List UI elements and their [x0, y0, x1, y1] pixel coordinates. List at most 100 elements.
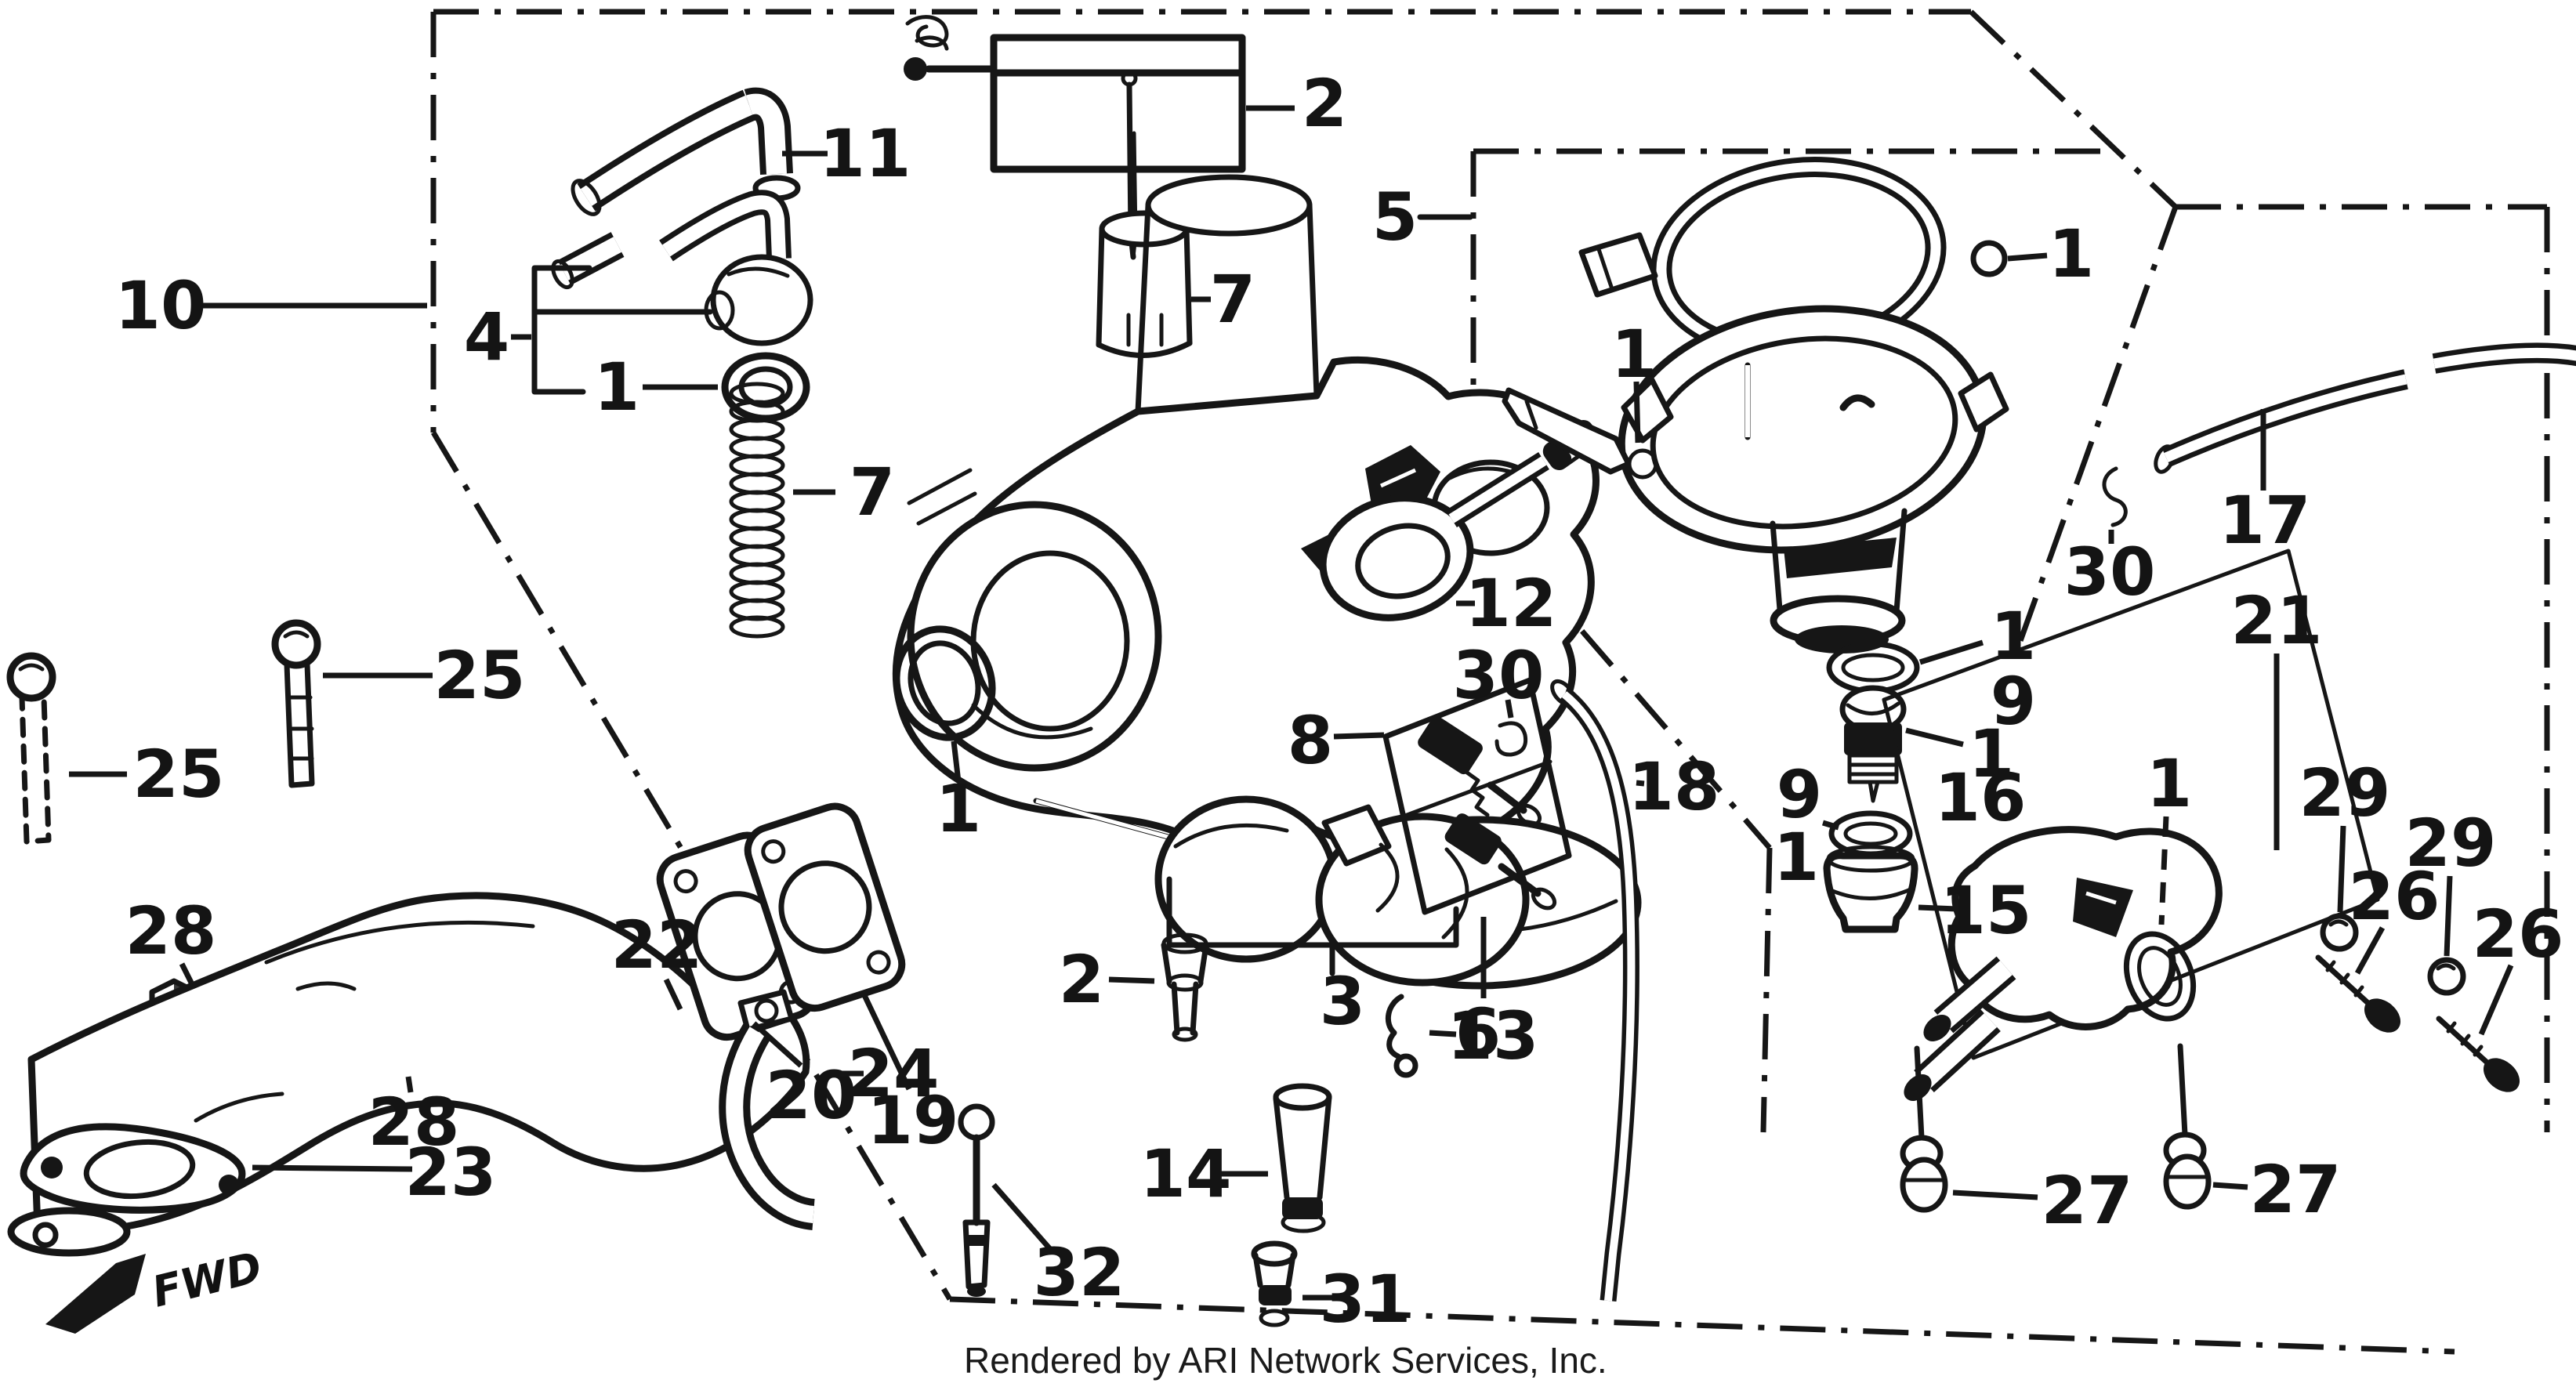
s-clip-30 [2102, 466, 2128, 527]
label-28-b-leader [405, 1076, 414, 1093]
label-1-bowl-gasket: 1 [936, 770, 981, 847]
label-30-clamp-leader [1505, 699, 1514, 719]
label-8-leader [1333, 732, 1385, 740]
hose-18 [1550, 679, 1639, 1302]
balls-29 [2320, 913, 2466, 996]
main-jet-14 [1273, 1083, 1332, 1233]
label-24: 24 [848, 1035, 940, 1112]
label-5: 5 [1372, 179, 1418, 255]
label-13-leader [1429, 1030, 1457, 1037]
fuel-pipe-11 [571, 87, 801, 216]
label-28-b: 28 [368, 1084, 460, 1160]
label-22-leader [663, 978, 683, 1011]
air-screw-32 [958, 1103, 995, 1297]
label-26-a-leader [2354, 926, 2386, 975]
label-15: 15 [1940, 872, 2032, 949]
label-1-petcock-oring-leader [2158, 816, 2169, 925]
screws-27 [1900, 1043, 2212, 1213]
label-1-cover-oring: 1 [2049, 215, 2094, 292]
label-15-leader [1918, 904, 1958, 912]
label-1-fuel-washer: 1 [594, 349, 639, 425]
label-29-a: 29 [2299, 755, 2391, 831]
label-20: 20 [766, 1057, 857, 1134]
label-11: 11 [820, 115, 911, 192]
label-30-clamp: 30 [1453, 637, 1545, 714]
label-27-b-leader [2212, 1182, 2248, 1190]
label-4: 4 [464, 299, 509, 375]
label-1-valve-mid-leader [1905, 727, 1964, 748]
label-2-top: 2 [1302, 65, 1347, 142]
label-29-a-leader [2337, 825, 2346, 913]
label-9-left: 9 [1777, 756, 1822, 833]
jet-box-6-8 [1382, 677, 1572, 915]
intake-manifold [7, 892, 810, 1257]
label-26-b-leader [2478, 964, 2514, 1036]
label-19-leader [860, 992, 912, 1091]
gasket-23 [20, 1123, 246, 1214]
label-25-a: 25 [434, 637, 526, 714]
label-29-b: 29 [2405, 805, 2497, 882]
bolt-25-a [271, 619, 321, 788]
label-13: 13 [1447, 998, 1539, 1074]
valve-clip-13 [1385, 994, 1418, 1078]
label-1-drain: 1 [1611, 316, 1657, 393]
bracket-4 [531, 265, 713, 395]
label-27-a: 27 [2042, 1162, 2133, 1239]
gasket-plate-19 [744, 802, 906, 1012]
label-27-b: 27 [2250, 1151, 2342, 1228]
label-12: 12 [1466, 565, 1557, 642]
label-21: 21 [2231, 582, 2323, 659]
label-26-a: 26 [2349, 858, 2440, 935]
label-1-left: 1 [1773, 819, 1819, 896]
label-19: 19 [868, 1082, 959, 1159]
label-23-leader [252, 1164, 413, 1172]
label-1-drain-leader [1633, 381, 1641, 444]
label-28-a-leader [179, 962, 194, 984]
label-30-clip: 30 [2064, 534, 2156, 610]
label-17: 17 [2219, 482, 2311, 559]
cap-12 [1319, 451, 1549, 621]
label-7-spring: 7 [850, 454, 895, 530]
label-32-leader [991, 1182, 1053, 1251]
plug-jet-31 [1251, 1240, 1298, 1327]
label-1-petcock-oring: 1 [2147, 745, 2192, 822]
clamp-24 [719, 989, 816, 1230]
label-23: 23 [405, 1134, 497, 1211]
label-31: 31 [1320, 1261, 1411, 1338]
label-9-top: 9 [1991, 663, 2036, 740]
label-1-bowl-gasket-leader [951, 740, 962, 783]
bolts-26 [2315, 954, 2520, 1092]
label-25-b: 25 [133, 736, 225, 813]
fwd-label: FWD [147, 1242, 266, 1316]
bracket-3 [1166, 876, 1459, 976]
label-10: 10 [115, 267, 207, 344]
label-1-valve-oring-top-leader [1918, 639, 1984, 665]
label-1-left-leader [1821, 820, 1840, 831]
label-26-b: 26 [2473, 896, 2564, 972]
float-valve-column [1823, 641, 1920, 933]
label-3: 3 [1320, 963, 1365, 1040]
bowl-gasket-1 [893, 625, 996, 741]
label-6: 6 [1455, 994, 1501, 1071]
drain-pipe-1 [1502, 387, 1658, 480]
label-27-a-leader [1952, 1189, 2038, 1200]
label-8: 8 [1288, 702, 1333, 779]
petcock-21 [1882, 549, 2380, 1101]
label-7-slide: 7 [1210, 261, 1255, 338]
label-1-valve-mid: 1 [1969, 715, 2014, 792]
bolt-25-b [6, 652, 56, 845]
label-16: 16 [1935, 759, 2027, 836]
label-14: 14 [1140, 1135, 1232, 1212]
jet-holder-2 [1161, 932, 1209, 1042]
label-2-jet: 2 [1059, 941, 1104, 1018]
label-1-valve-oring-top: 1 [1991, 598, 2036, 675]
clamp-30 [1495, 721, 1528, 757]
footer-credit: Rendered by ARI Network Services, Inc. [964, 1340, 1607, 1381]
label-1-cover-oring-leader [2007, 252, 2048, 262]
spring-7 [729, 382, 785, 639]
inlet-joint [1578, 232, 1658, 298]
needle-assembly-2 [904, 15, 1246, 260]
